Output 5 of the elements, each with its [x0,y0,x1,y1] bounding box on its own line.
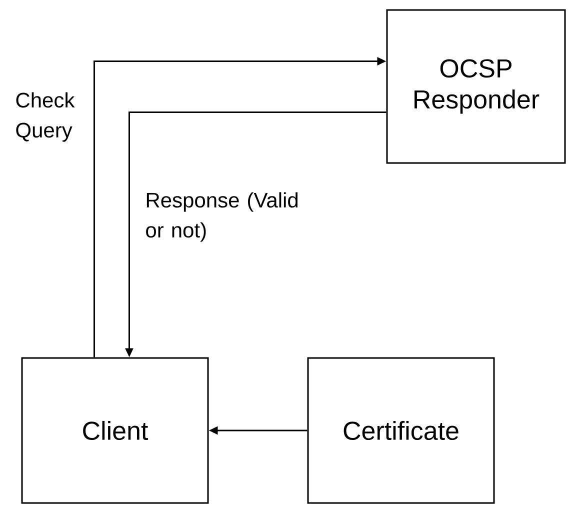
edge-label: Check Query [16,92,75,142]
process-box: OCSP Responder [386,9,566,164]
process-box: Certificate [307,357,495,504]
process-box: Client [21,357,209,504]
edge-label: Response (Valid or not) [146,192,298,242]
